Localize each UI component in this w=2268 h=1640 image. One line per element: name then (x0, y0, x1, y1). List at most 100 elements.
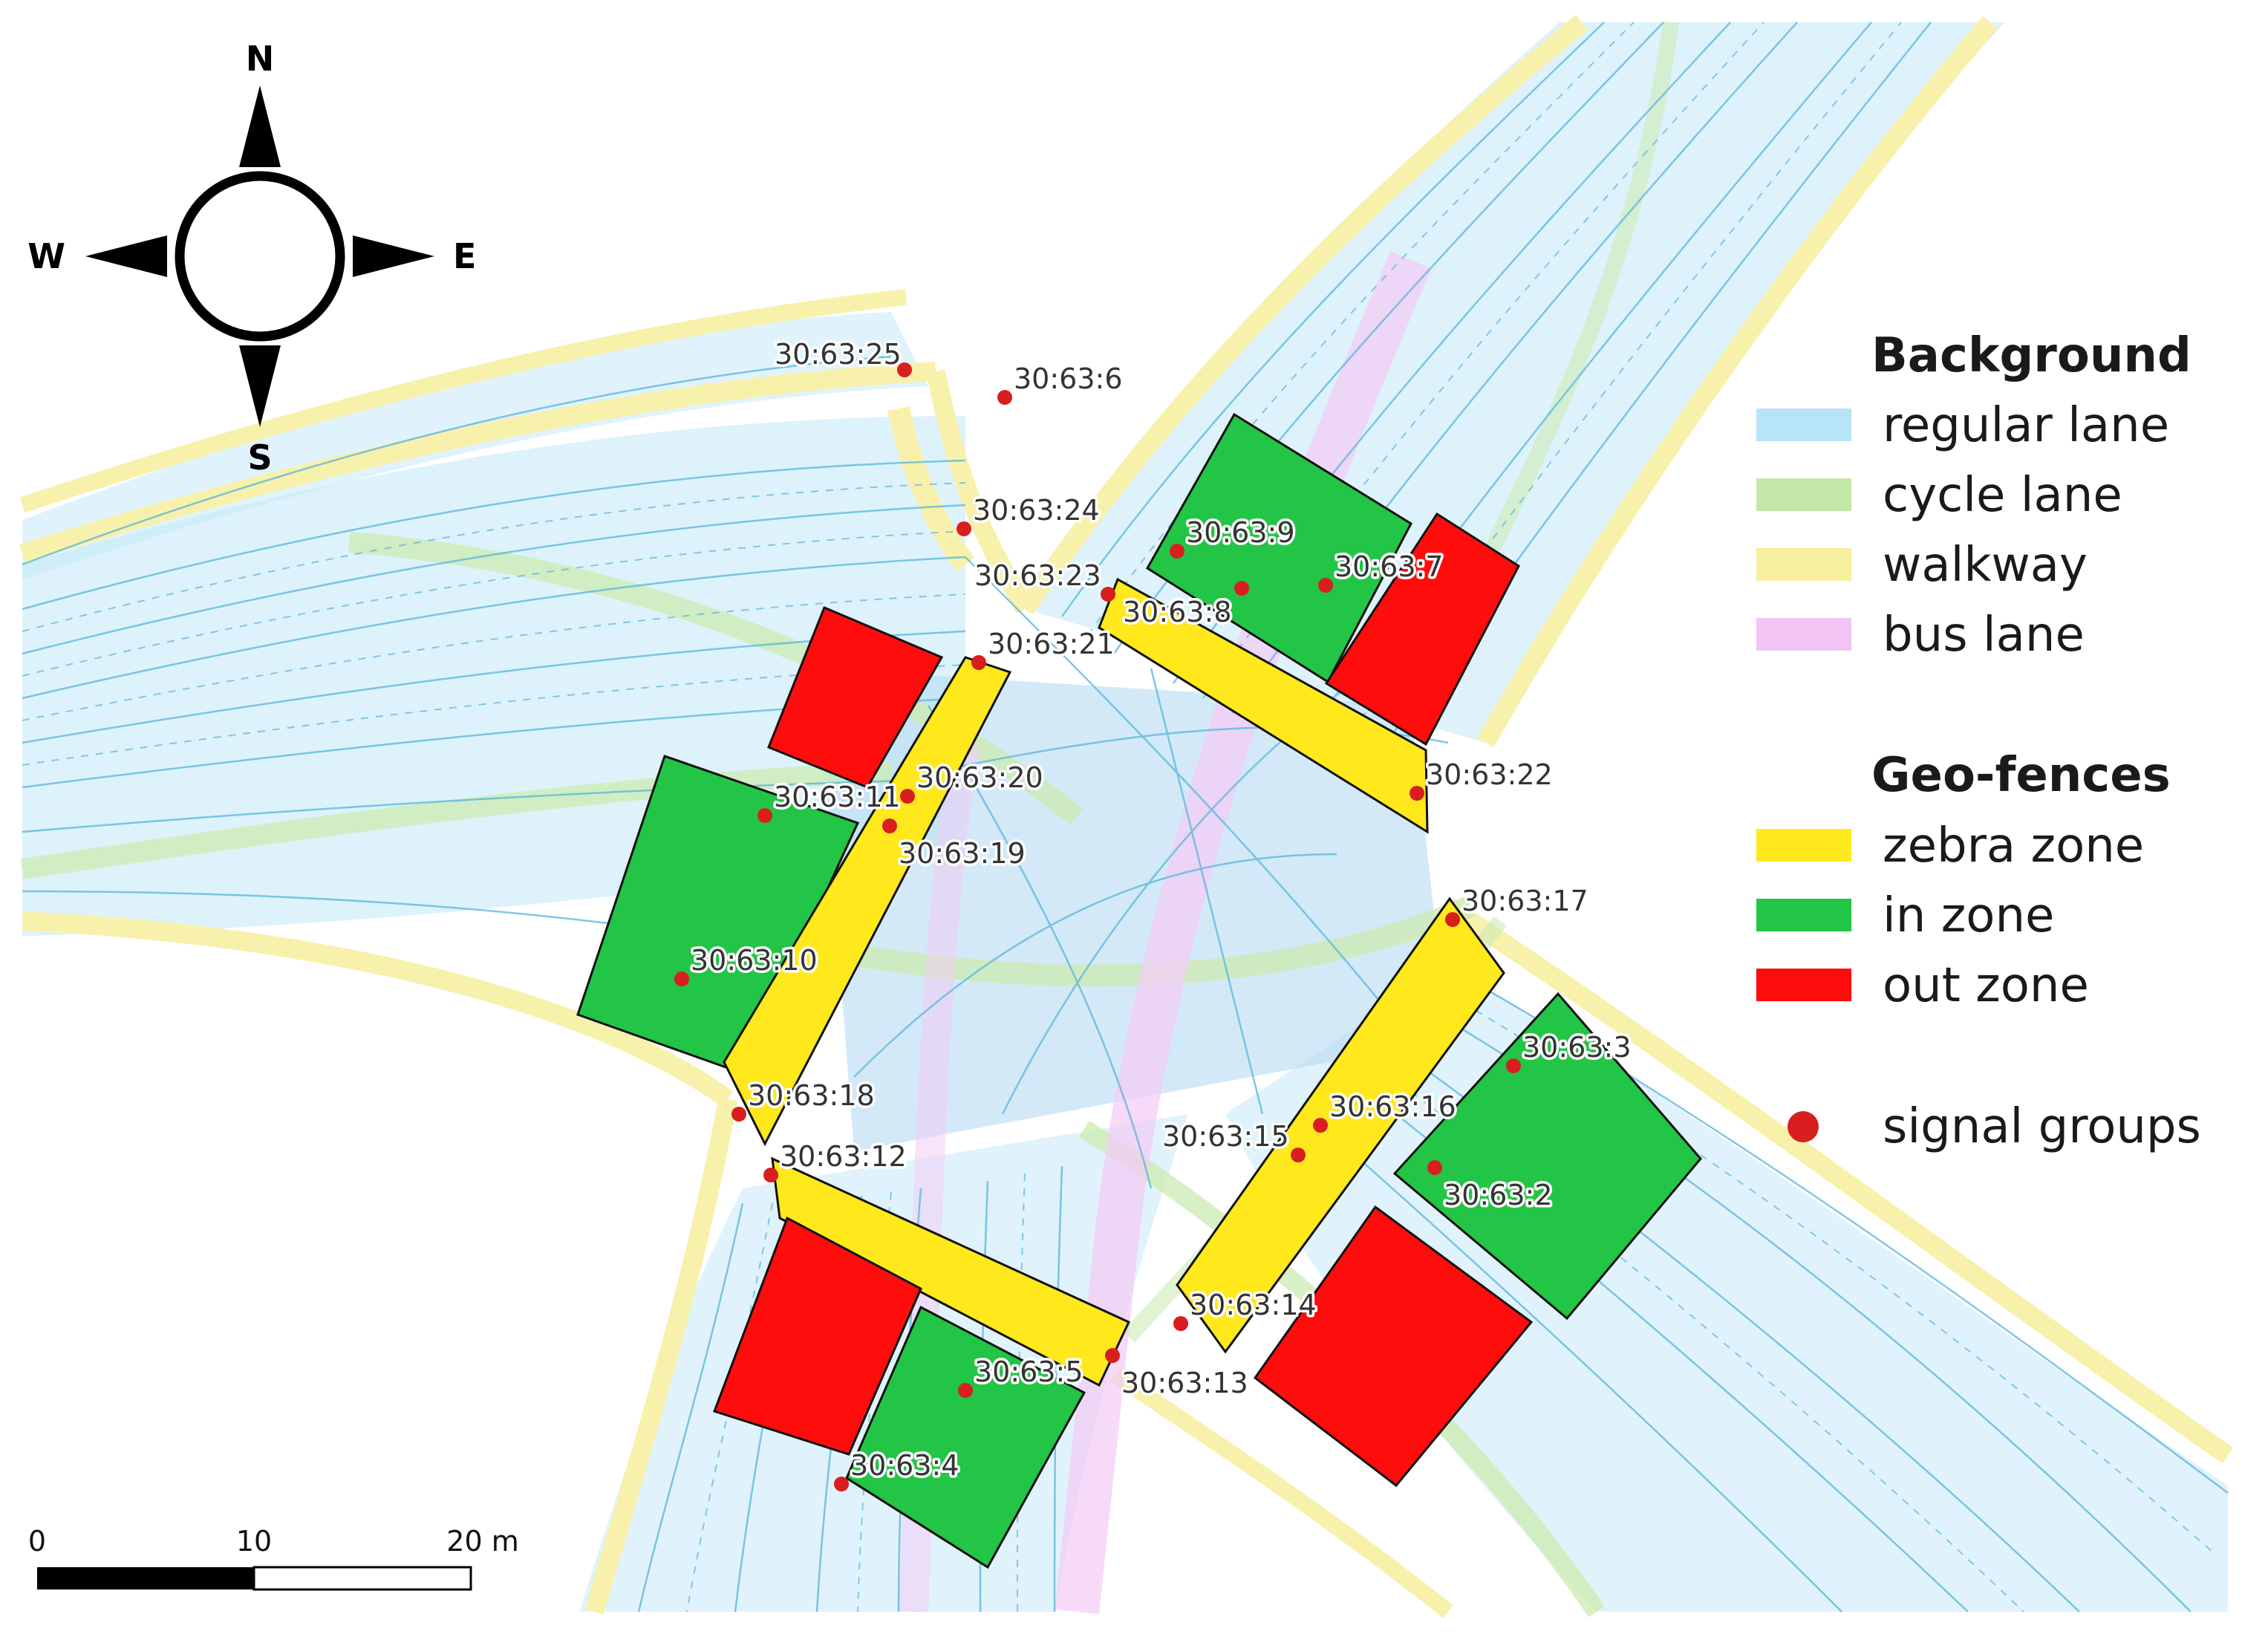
signal-group-label: 30:63:18 (748, 1079, 875, 1112)
legend-title-geofences: Geo-fences (1871, 748, 2171, 803)
signal-group-marker (763, 1168, 778, 1182)
signal-group-marker (1318, 578, 1333, 593)
signal-group-label: 30:63:13 (1121, 1367, 1248, 1399)
signal-group-marker (1427, 1160, 1442, 1175)
compass-north-label: N (246, 39, 275, 79)
signal-group-label: 30:63:21 (988, 628, 1115, 660)
signal-group-marker (1506, 1058, 1521, 1073)
signal-group-label: 30:63:25 (775, 338, 902, 371)
signal-group-marker (1445, 912, 1460, 927)
signal-group-marker (731, 1107, 746, 1122)
compass-arrow-west (85, 235, 167, 277)
legend-swatch-bus-lane (1756, 618, 1851, 651)
walkway-band (584, 1097, 737, 1615)
compass-arrow-south (239, 345, 281, 427)
walkway-band (1017, 14, 1588, 615)
signal-group-label: 30:63:20 (916, 761, 1043, 794)
cycle-lane-band (20, 762, 892, 879)
signal-group-marker (674, 972, 689, 986)
legend-label-cycle-lane: cycle lane (1883, 468, 2122, 523)
walkway-band (926, 369, 1034, 614)
scale-segment-white (252, 1566, 472, 1591)
legend-swatch-out-zone (1756, 969, 1851, 1001)
compass-west-label: W (27, 236, 65, 276)
geofences (576, 412, 1702, 1569)
signal-group-marker (757, 808, 772, 823)
legend-label-walkway: walkway (1883, 538, 2088, 593)
legend-swatch-cycle-lane (1756, 478, 1851, 511)
signal-group-label: 30:63:17 (1462, 885, 1588, 917)
signal-group-marker (882, 819, 897, 833)
legend-label-zebra-zone: zebra zone (1883, 819, 2144, 873)
signal-group-marker (971, 655, 986, 670)
signal-group-marker (1101, 587, 1115, 602)
in-zone-east (1392, 992, 1702, 1321)
signal-group-marker (957, 521, 971, 536)
signal-group-marker (900, 789, 915, 804)
signal-group-label: 30:63:14 (1190, 1289, 1317, 1321)
compass-arrow-north (239, 85, 281, 167)
walkway-band (19, 362, 936, 563)
zebra-zone-east (1176, 897, 1505, 1354)
walkway-band (1442, 898, 2234, 1464)
road-center (817, 668, 1448, 1151)
cycle-lane-band (830, 896, 1476, 987)
walkway-band (19, 289, 907, 513)
signal-group-marker (1291, 1148, 1306, 1162)
signal-group-label: 30:63:9 (1186, 516, 1295, 549)
signal-group-label: 30:63:11 (774, 781, 901, 813)
scale-bar: 0 10 20 m (28, 1525, 519, 1591)
walkway-band (1476, 16, 1998, 748)
zebra-zone-south (771, 1156, 1131, 1387)
signal-groups: 30:63:25 30:63:6 30:63:24 30:63:23 30:63:9 30… (674, 336, 1634, 1491)
signal-group-marker (1410, 786, 1424, 801)
signal-group-label: 30:63:4 (850, 1449, 959, 1482)
legend-title-background: Background (1871, 328, 2192, 383)
signal-group-marker (997, 390, 1012, 405)
legend-label-bus-lane: bus lane (1883, 608, 2085, 663)
signal-group-marker (1234, 581, 1249, 596)
scale-tick-0: 0 (28, 1525, 46, 1558)
legend-swatch-zebra-zone (1756, 829, 1851, 862)
scale-tick-10: 10 (236, 1525, 272, 1558)
walkway-band (22, 911, 734, 1107)
walkway-band (1109, 1367, 1453, 1618)
signal-group-marker (1313, 1118, 1328, 1133)
signal-group-label: 30:63:10 (691, 944, 818, 977)
lane-lines (22, 22, 2229, 1613)
signal-group-label: 30:63:6 (1014, 362, 1123, 395)
signal-group-label: 30:63:2 (1444, 1179, 1553, 1211)
out-zone-northwest (767, 606, 944, 789)
signal-group-label: 30:63:22 (1426, 758, 1553, 791)
bus-lane-band (1055, 251, 1432, 1615)
legend-label-out-zone: out zone (1883, 958, 2089, 1013)
signal-group-marker (834, 1477, 849, 1491)
signal-group-label: 30:63:23 (974, 559, 1101, 592)
zebra-zone-north (1098, 577, 1429, 834)
legend-swatch-in-zone (1756, 899, 1851, 931)
legend-label-in-zone: in zone (1883, 888, 2054, 943)
out-zone-southwest (713, 1216, 922, 1456)
compass-east-label: E (453, 236, 476, 276)
legend: Background regular lane cycle lane walkway… (1756, 328, 2201, 1154)
compass-rose: N S E W (27, 39, 476, 478)
signal-group-label: 30:63:5 (974, 1356, 1084, 1388)
scale-tick-20: 20 m (446, 1525, 518, 1558)
compass-south-label: S (247, 437, 272, 478)
signal-group-label: 30:63:3 (1522, 1031, 1632, 1064)
legend-swatch-regular-lane (1756, 409, 1851, 441)
in-zone-south (845, 1305, 1086, 1569)
legend-swatch-walkway (1756, 548, 1851, 581)
signal-group-marker (1105, 1348, 1120, 1363)
legend-label-regular-lane: regular lane (1883, 398, 2169, 453)
signal-group-marker (1173, 1316, 1188, 1331)
zebra-zone-west (723, 656, 1012, 1147)
signal-group-label: 30:63:24 (973, 494, 1100, 527)
legend-signal-label: signal groups (1883, 1099, 2201, 1154)
compass-ring (175, 171, 345, 342)
signal-group-label: 30:63:8 (1123, 596, 1232, 628)
out-zone-southeast (1253, 1205, 1534, 1488)
legend-signal-swatch (1788, 1111, 1819, 1142)
signal-group-label: 30:63:7 (1335, 550, 1444, 583)
